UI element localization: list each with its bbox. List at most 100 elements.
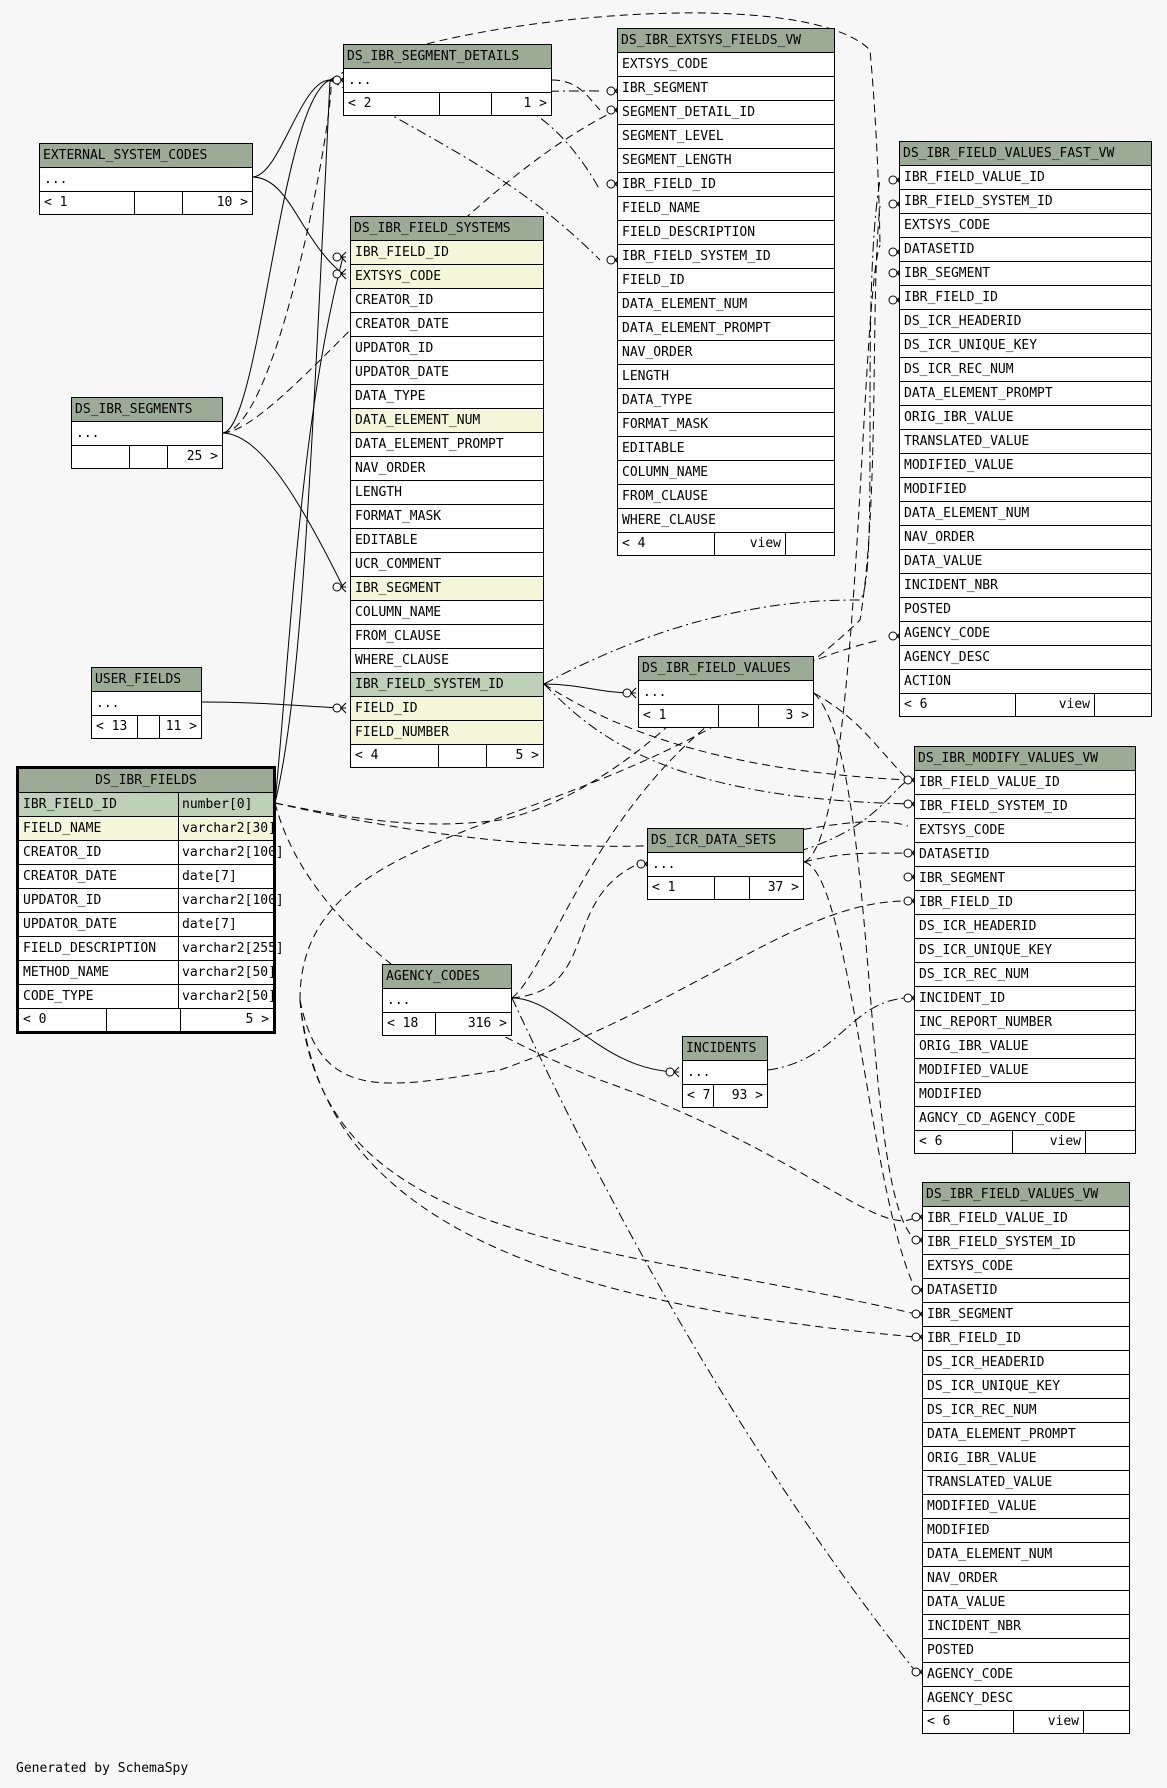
column-row[interactable]: CREATOR_ID — [351, 289, 543, 313]
column-row[interactable]: UCR_COMMENT — [351, 553, 543, 577]
column-row[interactable]: DATA_VALUE — [900, 550, 1151, 574]
table-ds-ibr-field-values-fast-vw[interactable]: DS_IBR_FIELD_VALUES_FAST_VW IBR_FIELD_VA… — [899, 141, 1152, 717]
table-title[interactable]: DS_IBR_MODIFY_VALUES_VW — [915, 747, 1135, 771]
footer-children-count[interactable]: < 6 — [904, 697, 928, 712]
footer-parents-count[interactable]: 11 > — [159, 716, 201, 738]
column-row[interactable]: FIELD_DESCRIPTION — [618, 221, 834, 245]
footer-children-count[interactable]: < 1 — [643, 708, 667, 723]
table-external-system-codes[interactable]: EXTERNAL_SYSTEM_CODES ... < 1 10 > — [39, 143, 253, 215]
column-row[interactable]: EDITABLE — [351, 529, 543, 553]
column-row[interactable]: EXTSYS_CODE — [915, 819, 1135, 843]
column-row[interactable]: WHERE_CLAUSE — [618, 509, 834, 533]
column-row[interactable]: DS_ICR_UNIQUE_KEY — [900, 334, 1151, 358]
footer-children-count[interactable]: < 7 — [687, 1088, 711, 1103]
column-row[interactable]: NAV_ORDER — [618, 341, 834, 365]
column-row[interactable]: DATASETID — [900, 238, 1151, 262]
column-row[interactable]: LENGTH — [618, 365, 834, 389]
column-row[interactable]: DATA_ELEMENT_NUM — [900, 502, 1151, 526]
column-row[interactable]: NAV_ORDER — [923, 1567, 1129, 1591]
table-incidents[interactable]: INCIDENTS ... < 7 93 > — [682, 1036, 768, 1108]
table-agency-codes[interactable]: AGENCY_CODES ... < 18 316 > — [382, 964, 512, 1036]
column-row[interactable]: MODIFIED_VALUE — [900, 454, 1151, 478]
column-row[interactable]: DATA_ELEMENT_PROMPT — [923, 1423, 1129, 1447]
column-row[interactable]: DATA_ELEMENT_PROMPT — [618, 317, 834, 341]
column-row[interactable]: FORMAT_MASK — [351, 505, 543, 529]
footer-children-count[interactable]: < 2 — [348, 96, 372, 111]
footer-children-count[interactable]: < 6 — [919, 1134, 943, 1149]
table-title[interactable]: DS_IBR_EXTSYS_FIELDS_VW — [618, 29, 834, 53]
column-row[interactable]: IBR_FIELD_VALUE_ID — [900, 166, 1151, 190]
column-row[interactable]: POSTED — [900, 598, 1151, 622]
footer-parents-count[interactable] — [1085, 1131, 1135, 1153]
column-row[interactable]: TRANSLATED_VALUE — [923, 1471, 1129, 1495]
column-row[interactable]: POSTED — [923, 1639, 1129, 1663]
table-title[interactable]: INCIDENTS — [683, 1037, 767, 1061]
table-ds-ibr-segment-details[interactable]: DS_IBR_SEGMENT_DETAILS ... < 2 1 > — [343, 44, 552, 116]
column-row[interactable]: COLUMN_NAME — [618, 461, 834, 485]
column-row[interactable]: DATA_TYPE — [618, 389, 834, 413]
column-row[interactable]: CREATOR_DATE — [351, 313, 543, 337]
column-row[interactable]: COLUMN_NAME — [351, 601, 543, 625]
column-row[interactable]: IBR_FIELD_ID — [351, 241, 543, 265]
column-row[interactable]: MODIFIED — [923, 1519, 1129, 1543]
column-row[interactable]: DATA_ELEMENT_NUM — [923, 1543, 1129, 1567]
footer-children-count[interactable]: < 6 — [927, 1714, 951, 1729]
table-ds-icr-data-sets[interactable]: DS_ICR_DATA_SETS ... < 1 37 > — [647, 828, 804, 900]
table-ds-ibr-field-values-vw[interactable]: DS_IBR_FIELD_VALUES_VW IBR_FIELD_VALUE_I… — [922, 1182, 1130, 1734]
column-row[interactable]: DS_ICR_HEADERID — [915, 915, 1135, 939]
footer-parents-count[interactable]: 25 > — [167, 446, 222, 468]
column-row[interactable]: DATA_VALUE — [923, 1591, 1129, 1615]
column-row[interactable]: IBR_SEGMENT — [618, 77, 834, 101]
column-row[interactable]: INCIDENT_NBR — [900, 574, 1151, 598]
footer-children-count[interactable]: < 18 — [387, 1016, 419, 1031]
table-title[interactable]: DS_IBR_FIELD_VALUES — [639, 657, 813, 681]
column-row[interactable]: MODIFIED_VALUE — [915, 1059, 1135, 1083]
column-row[interactable]: LENGTH — [351, 481, 543, 505]
column-row[interactable]: DS_ICR_REC_NUM — [923, 1399, 1129, 1423]
column-row[interactable]: DATASETID — [923, 1279, 1129, 1303]
column-row[interactable]: MODIFIED_VALUE — [923, 1495, 1129, 1519]
footer-parents-count[interactable]: 1 > — [491, 93, 551, 115]
column-row[interactable]: IBR_FIELD_ID — [923, 1327, 1129, 1351]
column-row[interactable]: IBR_FIELD_SYSTEM_ID — [618, 245, 834, 269]
table-title[interactable]: AGENCY_CODES — [383, 965, 511, 989]
column-row[interactable]: ORIG_IBR_VALUE — [915, 1035, 1135, 1059]
table-user-fields[interactable]: USER_FIELDS ... < 13 11 > — [91, 667, 202, 739]
table-title[interactable]: DS_ICR_DATA_SETS — [648, 829, 803, 853]
table-ds-ibr-field-values[interactable]: DS_IBR_FIELD_VALUES ... < 1 3 > — [638, 656, 814, 728]
footer-parents-count[interactable]: 5 > — [180, 1009, 273, 1031]
footer-parents-count[interactable]: 93 > — [713, 1085, 767, 1107]
footer-children-count[interactable]: < 4 — [355, 748, 379, 763]
column-row[interactable]: AGENCY_DESC — [900, 646, 1151, 670]
footer-parents-count[interactable] — [1094, 694, 1151, 716]
column-row[interactable]: ORIG_IBR_VALUE — [900, 406, 1151, 430]
column-row[interactable]: DATA_ELEMENT_PROMPT — [351, 433, 543, 457]
column-row[interactable]: DATA_ELEMENT_NUM — [618, 293, 834, 317]
column-row[interactable]: IBR_SEGMENT — [923, 1303, 1129, 1327]
column-row[interactable]: SEGMENT_LENGTH — [618, 149, 834, 173]
column-row[interactable]: DATA_ELEMENT_NUM — [351, 409, 543, 433]
column-row[interactable]: DS_ICR_HEADERID — [900, 310, 1151, 334]
column-row[interactable]: MODIFIED — [915, 1083, 1135, 1107]
footer-children-count[interactable]: < 1 — [652, 880, 676, 895]
column-row[interactable]: AGENCY_CODE — [900, 622, 1151, 646]
table-title[interactable]: DS_IBR_FIELDS — [19, 769, 273, 793]
column-row[interactable]: IBR_FIELD_SYSTEM_ID — [915, 795, 1135, 819]
column-row[interactable]: UPDATOR_DATE — [351, 361, 543, 385]
column-row[interactable]: EDITABLE — [618, 437, 834, 461]
footer-parents-count[interactable]: 10 > — [182, 192, 252, 214]
column-row[interactable]: IBR_FIELD_ID — [900, 286, 1151, 310]
footer-children-count[interactable]: < 4 — [622, 536, 646, 551]
footer-parents-count[interactable]: 316 > — [435, 1013, 511, 1035]
column-row[interactable]: FROM_CLAUSE — [351, 625, 543, 649]
